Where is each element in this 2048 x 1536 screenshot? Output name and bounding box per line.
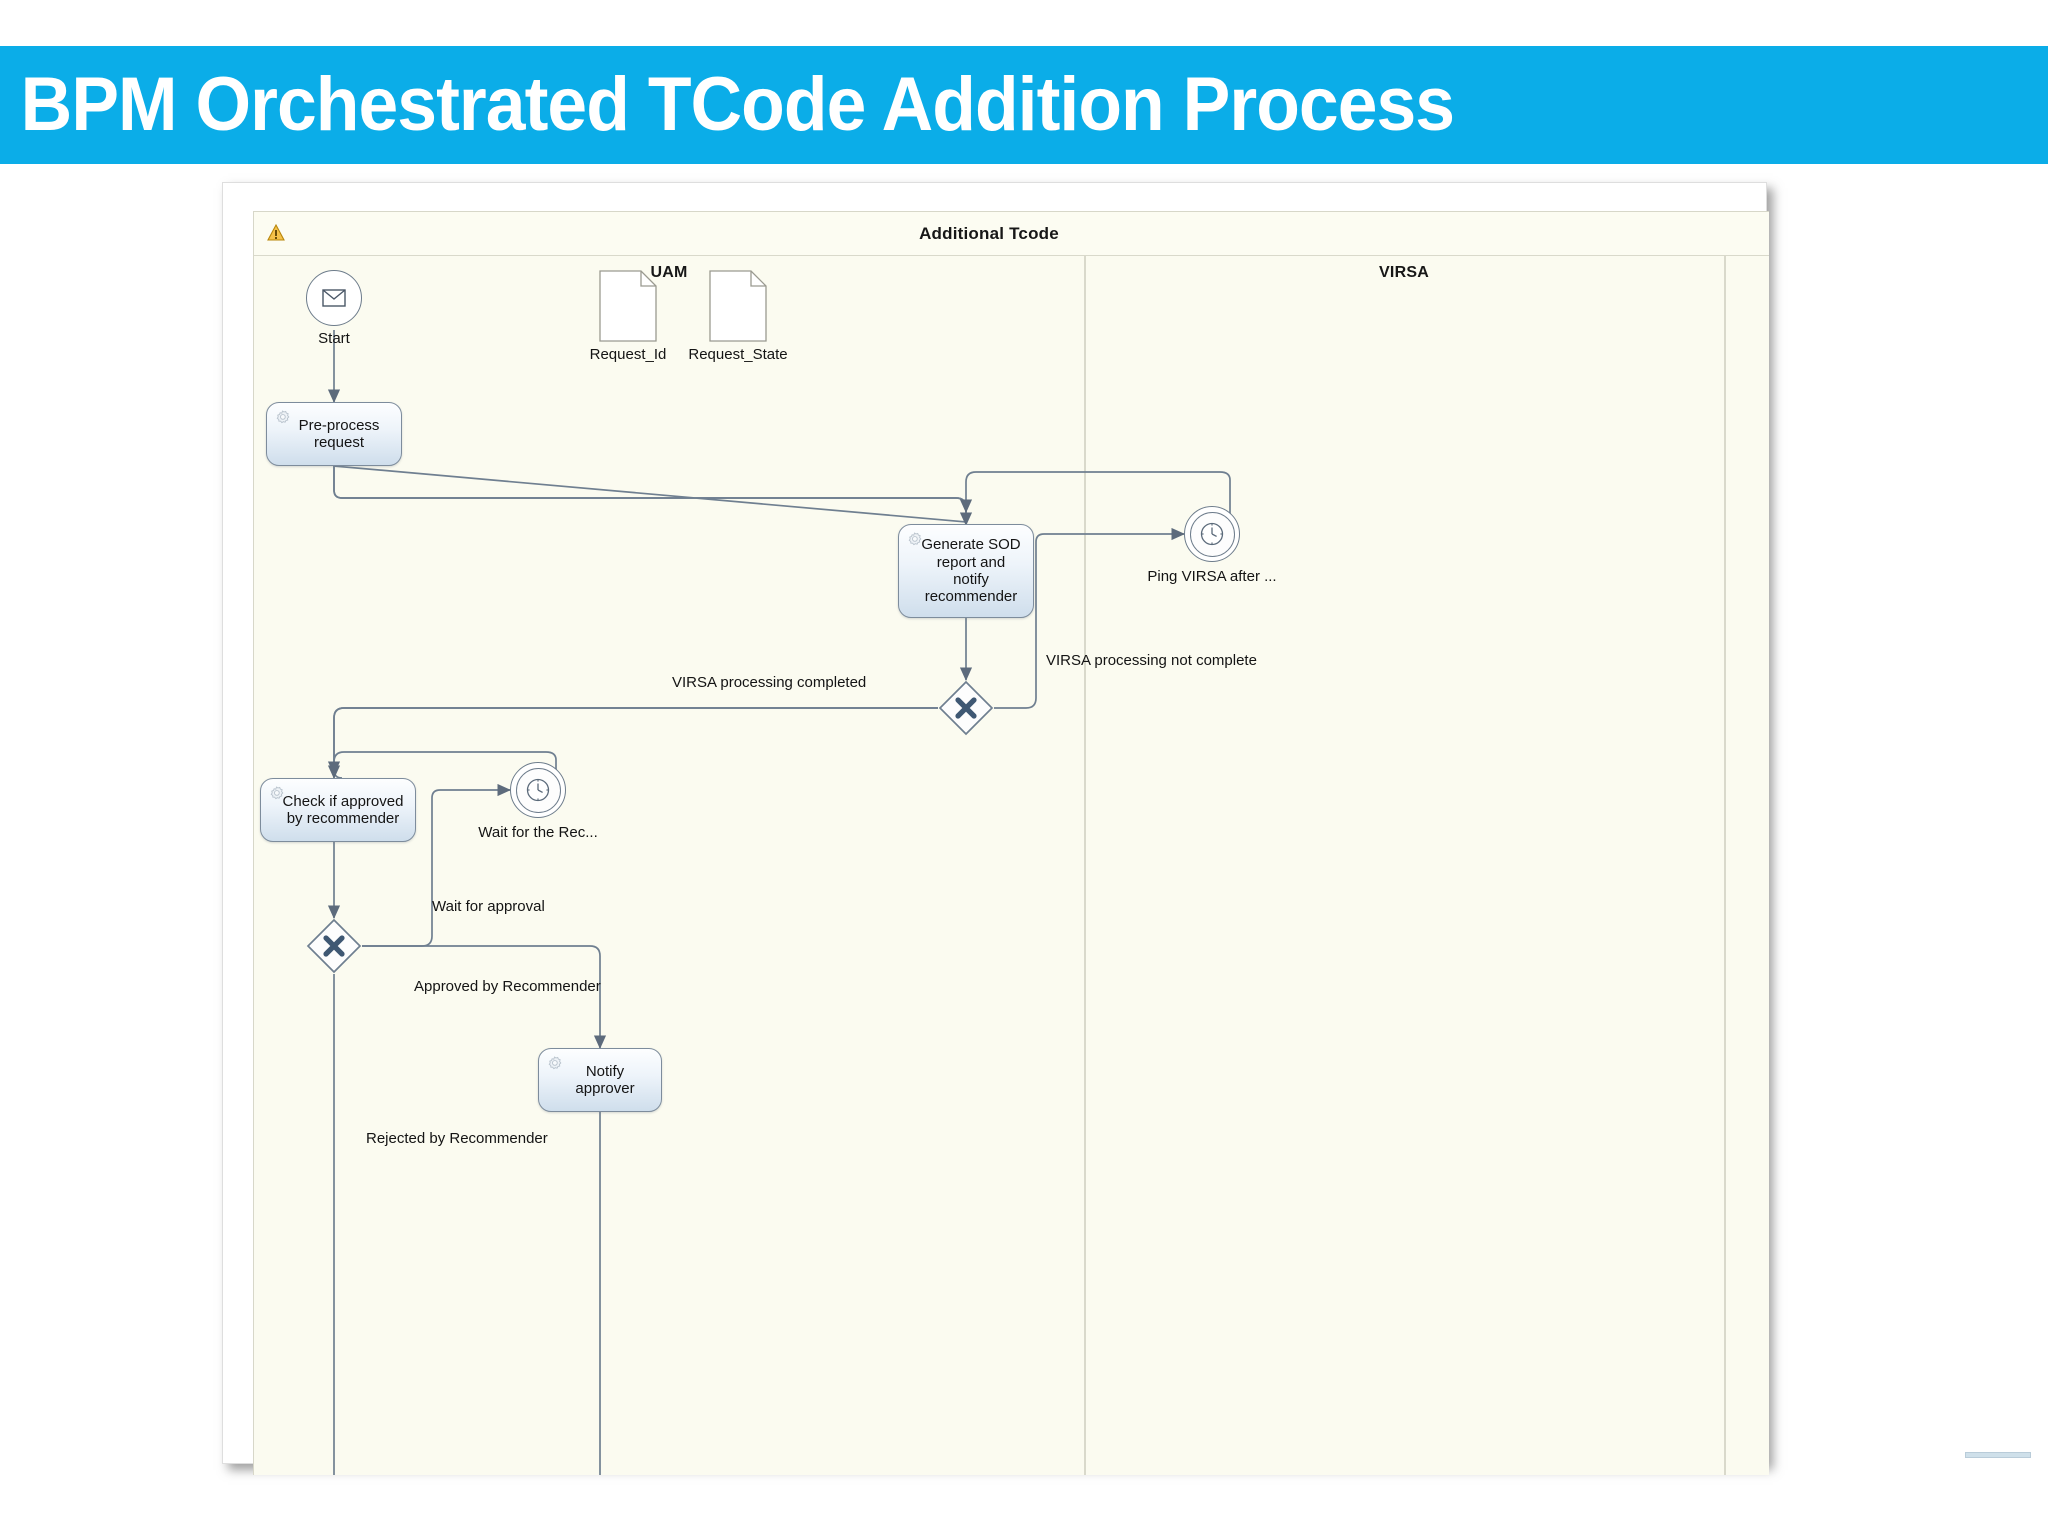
title-banner: BPM Orchestrated TCode Addition Process xyxy=(0,46,2048,164)
intermediate-timer-event-ping-virsa[interactable] xyxy=(1184,506,1240,562)
gear-icon xyxy=(276,410,290,424)
intermediate-timer-event-wait-for-recommender[interactable] xyxy=(510,762,566,818)
start-event-label: Start xyxy=(318,330,350,347)
diagram-frame: Additional Tcode UAM VIRSA xyxy=(222,182,1769,1475)
page-title: BPM Orchestrated TCode Addition Process xyxy=(20,62,1455,147)
flow-label-wait-for-approval: Wait for approval xyxy=(432,898,545,915)
envelope-icon xyxy=(322,289,346,307)
gear-icon xyxy=(270,786,284,800)
gear-icon xyxy=(548,1056,562,1070)
flow-label-virsa-not-complete: VIRSA processing not complete xyxy=(1046,652,1257,669)
data-object-request-state-label: Request_State xyxy=(688,346,788,363)
task-notify-approver[interactable]: Notify approver xyxy=(538,1048,662,1112)
pool-header: Additional Tcode xyxy=(254,212,1769,256)
warning-triangle-icon xyxy=(267,223,285,241)
task-label: Pre-process request xyxy=(298,416,380,451)
data-object-request-state[interactable] xyxy=(709,270,767,342)
data-object-request-id[interactable] xyxy=(599,270,657,342)
bpmn-canvas[interactable]: Additional Tcode UAM VIRSA xyxy=(253,211,1769,1475)
task-generate-sod-report[interactable]: Generate SOD report and notify recommend… xyxy=(898,524,1034,618)
task-pre-process-request[interactable]: Pre-process request xyxy=(266,402,402,466)
start-event[interactable] xyxy=(306,270,362,326)
data-object-request-id-label: Request_Id xyxy=(589,346,667,363)
lane-divider-right xyxy=(1724,256,1726,1475)
pool-title: Additional Tcode xyxy=(919,224,1059,243)
exclusive-gateway-virsa[interactable] xyxy=(938,680,994,736)
x-icon xyxy=(955,697,977,719)
sequence-flow-layer xyxy=(327,330,1231,1475)
clock-icon xyxy=(1200,522,1224,546)
bottom-accent-bar xyxy=(1965,1452,2031,1458)
lane-label-virsa: VIRSA xyxy=(1379,264,1429,281)
gear-icon xyxy=(908,532,922,546)
task-label: Generate SOD report and notify recommend… xyxy=(921,536,1021,606)
lane-divider-uam-virsa xyxy=(1084,256,1086,1475)
intermediate-timer-event-ping-virsa-label: Ping VIRSA after ... xyxy=(1147,568,1277,585)
task-label: Check if approved by recommender xyxy=(282,792,404,827)
flow-label-virsa-completed: VIRSA processing completed xyxy=(672,674,867,691)
lane-label-uam: UAM xyxy=(650,264,688,281)
x-icon xyxy=(323,935,345,957)
clock-icon xyxy=(526,778,550,802)
task-label: Notify approver xyxy=(575,1062,635,1097)
exclusive-gateway-approval[interactable] xyxy=(306,918,362,974)
task-check-if-approved[interactable]: Check if approved by recommender xyxy=(260,778,416,842)
flow-label-approved-by-recommender: Approved by Recommender xyxy=(414,978,601,995)
flow-label-rejected-by-recommender: Rejected by Recommender xyxy=(366,1130,548,1147)
intermediate-timer-event-wait-label: Wait for the Rec... xyxy=(478,824,598,841)
